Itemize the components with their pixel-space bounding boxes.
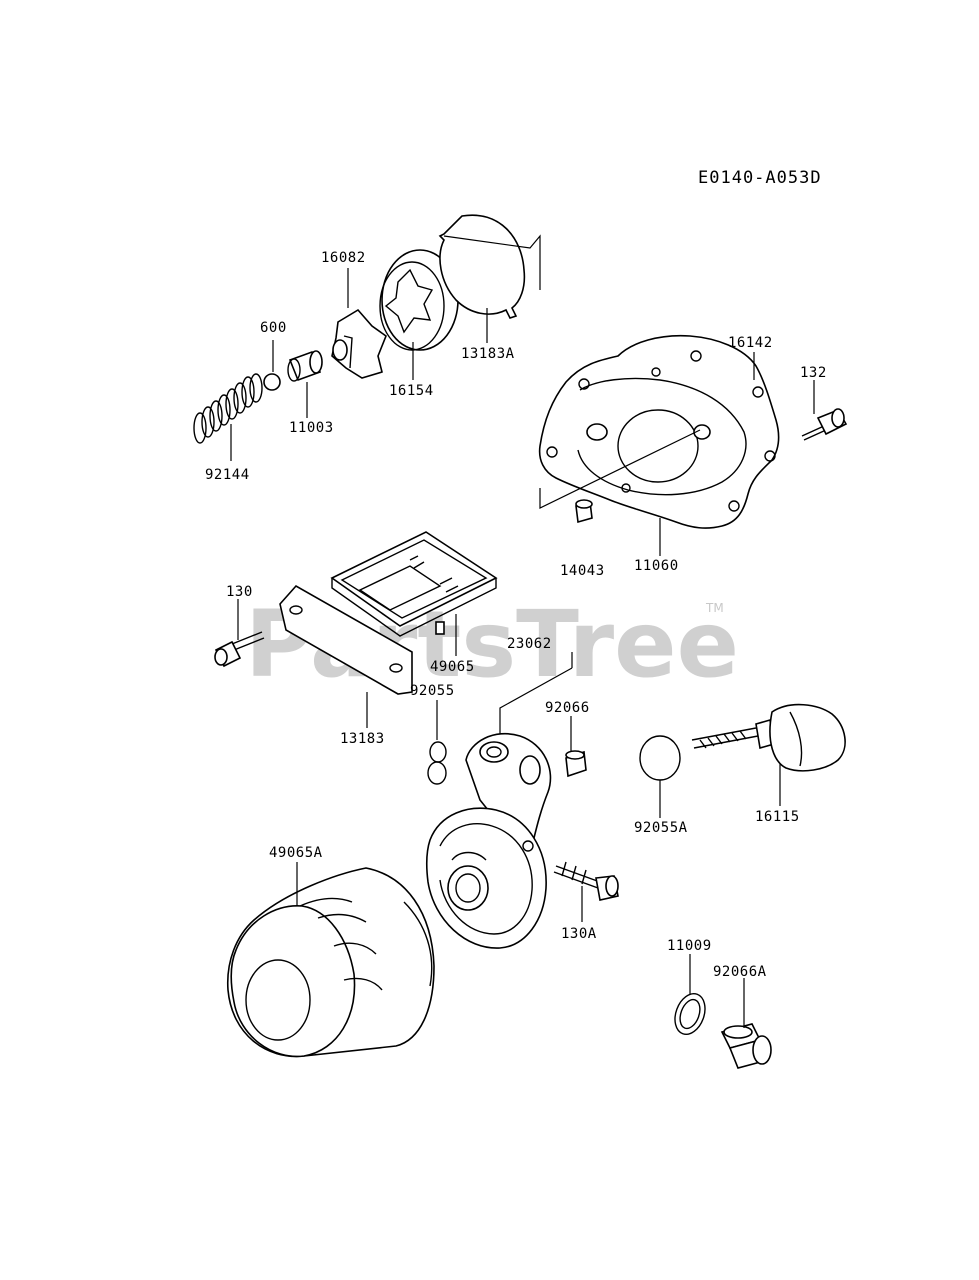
part-13183-bracket[interactable]	[279, 584, 413, 695]
part-11003-valve[interactable]	[287, 350, 323, 382]
part-16082-inner-rotor[interactable]	[331, 308, 387, 379]
label-49065: 49065	[430, 659, 475, 675]
label-16082: 16082	[321, 250, 366, 266]
label-92066: 92066	[545, 700, 590, 716]
label-11003: 11003	[289, 420, 334, 436]
part-92066-plug[interactable]	[565, 750, 587, 778]
part-49065-oil-screen[interactable]	[330, 531, 498, 637]
part-14043-dowel-pin[interactable]	[575, 499, 593, 524]
part-16115-dipstick[interactable]	[691, 703, 846, 772]
label-130A: 130A	[561, 926, 597, 942]
part-130-bolt[interactable]	[214, 631, 265, 668]
part-11009-washer[interactable]	[670, 989, 711, 1038]
leader-13183A-top	[443, 234, 541, 290]
label-92055: 92055	[410, 683, 455, 699]
label-92055A: 92055A	[634, 820, 688, 836]
label-16115: 16115	[755, 809, 800, 825]
label-92144: 92144	[205, 467, 250, 483]
part-130A-bolt[interactable]	[553, 861, 619, 901]
part-92055A-o-ring[interactable]	[639, 735, 681, 781]
label-11009: 11009	[667, 938, 712, 954]
part-16142-pump-cover[interactable]	[538, 334, 780, 529]
part-132-bolt[interactable]	[801, 408, 848, 441]
diagram-code: E0140-A053D	[698, 168, 822, 188]
label-49065A: 49065A	[269, 845, 323, 861]
part-92055-o-ring[interactable]	[427, 741, 447, 785]
part-92144-spring[interactable]	[193, 373, 263, 444]
part-49065A-oil-filter[interactable]	[226, 867, 435, 1058]
label-14043: 14043	[560, 563, 605, 579]
label-130: 130	[226, 584, 253, 600]
label-16142: 16142	[728, 335, 773, 351]
label-16154: 16154	[389, 383, 434, 399]
label-132: 132	[800, 365, 827, 381]
part-16154-outer-rotor[interactable]	[379, 249, 459, 351]
part-92066A-drain-plug[interactable]	[720, 1023, 772, 1069]
watermark-trademark: TM	[705, 601, 724, 615]
label-13183A: 13183A	[461, 346, 515, 362]
leader-11060-cut	[539, 429, 701, 509]
leader-23062	[499, 667, 573, 744]
label-13183: 13183	[340, 731, 385, 747]
part-13183A-gasket[interactable]	[438, 214, 526, 319]
part-600-ball[interactable]	[263, 373, 281, 391]
label-600: 600	[260, 320, 287, 336]
label-92066A: 92066A	[713, 964, 767, 980]
label-23062: 23062	[507, 636, 552, 652]
label-11060: 11060	[634, 558, 679, 574]
part-23062-filter-mount[interactable]	[425, 732, 552, 949]
